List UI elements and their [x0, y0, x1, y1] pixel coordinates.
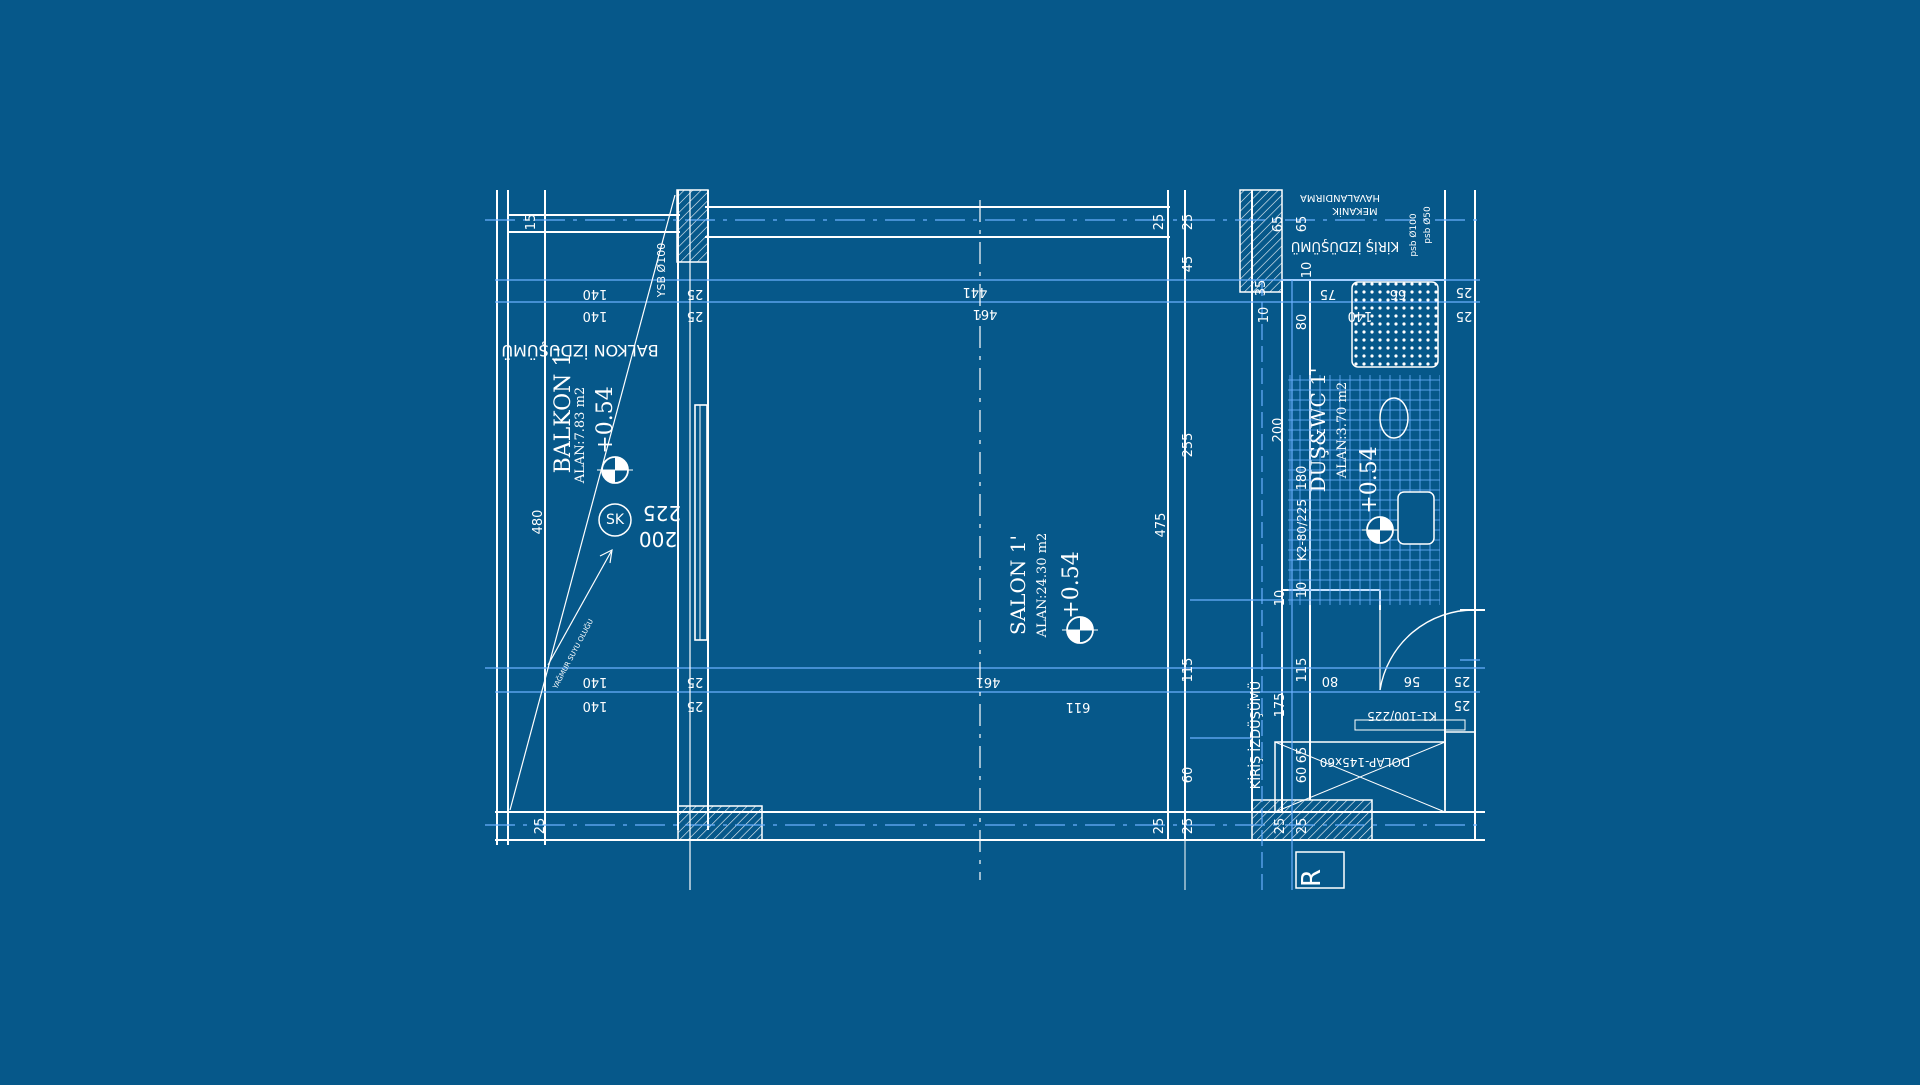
dim-label: 140 — [583, 674, 608, 689]
dim-label: 56 — [1404, 673, 1421, 688]
dim-label: 80 — [1295, 314, 1310, 331]
dim-label: 25 — [1181, 214, 1196, 231]
dim-label: 25 — [687, 698, 704, 713]
dim-label: 140 — [583, 286, 608, 301]
dim-label: 255 — [1181, 433, 1196, 458]
dim-label: 25 — [1152, 818, 1167, 835]
dim-label: 115 — [1181, 658, 1196, 683]
dim-label: 25 — [1454, 673, 1471, 688]
dim-label: 66 — [1390, 286, 1407, 301]
wardrobe-label: DOLAP-145x60 — [1320, 755, 1410, 769]
room-area-balkon: ALAN:7.83 m2 — [573, 387, 588, 484]
dim-label: 25 — [1456, 308, 1473, 323]
window-height-label: 225 — [643, 501, 681, 525]
dim-label: 65 — [1295, 747, 1310, 764]
dim-label: 10 — [1300, 262, 1315, 279]
r-tag: R — [1297, 869, 1327, 887]
dim-label: 10 — [1273, 590, 1288, 607]
dim-label: 15 — [524, 214, 539, 231]
dim-label: 65 — [1271, 216, 1286, 233]
dim-label: 140 — [1348, 308, 1373, 323]
dimension-labels: 15 140 140 25 25 441 461 25 25 45 65 65 … — [524, 214, 1472, 835]
beam-projection-top-label: KİRİŞ İZDÜŞÜMÜ — [1291, 238, 1399, 255]
dim-label: 461 — [976, 674, 1001, 689]
dim-label: 25 — [687, 286, 704, 301]
dim-label: 480 — [531, 510, 546, 535]
dim-label: 461 — [973, 306, 998, 321]
columns — [676, 189, 1373, 841]
dim-label: 25 — [1152, 214, 1167, 231]
dim-label: 75 — [1320, 286, 1337, 301]
room-area-wc: ALAN:3.70 m2 — [1335, 382, 1350, 479]
dim-label: 200 — [1271, 418, 1286, 443]
dim-label: 140 — [583, 698, 608, 713]
dim-label: 441 — [963, 284, 988, 299]
dim-label: 180 — [1295, 466, 1310, 491]
dim-label: 60 — [1181, 767, 1196, 784]
dim-label: 45 — [1181, 256, 1196, 273]
dim-label: 35 — [1254, 280, 1269, 297]
pipe1-label: psb Ø100 — [1408, 213, 1419, 257]
door-k1-label: K1-100/225 — [1367, 709, 1437, 723]
level-marker-wc — [1362, 516, 1398, 544]
axis-lines — [485, 190, 1485, 890]
wc-fixtures — [1288, 281, 1440, 605]
dim-label: 25 — [687, 674, 704, 689]
pipe2-label: psb Ø50 — [1422, 206, 1433, 244]
sk-label: SK — [606, 512, 625, 528]
room-area-salon: ALAN:24.30 m2 — [1035, 533, 1050, 639]
dim-label: 10 — [1295, 582, 1310, 599]
r-tag-box — [1295, 851, 1345, 889]
dim-label: 25 — [1273, 818, 1288, 835]
ventilation-label: HAVALANDIRMA — [1300, 192, 1380, 203]
door-k2-label: K2-80/225 — [1295, 499, 1309, 561]
dim-label: 25 — [1295, 818, 1310, 835]
dim-label: 140 — [583, 308, 608, 323]
dim-label: 25 — [1456, 284, 1473, 299]
dim-label: 25 — [533, 818, 548, 835]
toilet-icon — [1379, 397, 1409, 439]
room-name-wc: DUŞ&WC 1' — [1306, 368, 1330, 493]
dim-label: 10 — [1257, 307, 1272, 324]
dim-label: 611 — [1066, 699, 1091, 714]
mechanical-label: MEKANİK — [1332, 205, 1378, 218]
balkon-projection-label: BALKON İZDÜŞÜMÜ — [501, 341, 658, 360]
window-width-label: 200 — [639, 527, 677, 551]
beam-projection-left-label: KİRİŞ İZDÜŞÜMÜ — [1247, 681, 1264, 789]
dim-label: 65 — [1295, 216, 1310, 233]
room-level-wc: +0.54 — [1357, 446, 1382, 513]
dim-label: 475 — [1154, 513, 1169, 538]
room-level-balkon: +0.54 — [593, 386, 618, 453]
room-name-salon: SALON 1' — [1006, 535, 1030, 635]
level-marker-salon — [1062, 616, 1098, 644]
room-level-salon: +0.54 — [1059, 551, 1084, 618]
level-marker-balkon — [597, 456, 633, 484]
dim-label: 60 — [1295, 767, 1310, 784]
ysb-label: YSB Ø100 — [655, 243, 668, 298]
dim-label: 25 — [1454, 697, 1471, 712]
dim-label: 175 — [1273, 693, 1288, 718]
dim-label: 25 — [1181, 818, 1196, 835]
sink-icon — [1397, 491, 1435, 545]
sk-symbol — [598, 503, 632, 537]
dim-label: 25 — [687, 308, 704, 323]
dim-label: 115 — [1295, 658, 1310, 683]
room-name-balkon: BALKON 1' — [551, 347, 576, 474]
dim-label: 80 — [1322, 673, 1339, 688]
